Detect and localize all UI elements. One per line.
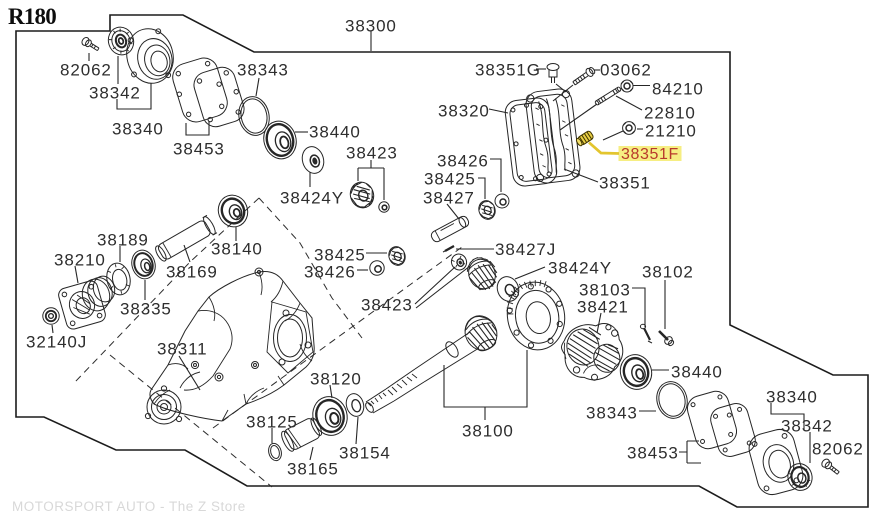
svg-text:38425: 38425 [314, 246, 366, 265]
svg-text:38424Y: 38424Y [548, 259, 612, 278]
svg-text:82062: 82062 [60, 61, 112, 80]
svg-text:21210: 21210 [645, 122, 697, 141]
svg-text:38424Y: 38424Y [280, 189, 344, 208]
svg-text:38210: 38210 [54, 251, 106, 270]
svg-text:38423: 38423 [346, 144, 398, 163]
svg-text:38426: 38426 [304, 263, 356, 282]
svg-text:38343: 38343 [237, 61, 289, 80]
svg-text:38335: 38335 [120, 300, 172, 319]
svg-text:38343: 38343 [586, 404, 638, 423]
svg-text:38103: 38103 [579, 281, 631, 300]
svg-text:38421: 38421 [577, 298, 629, 317]
svg-text:38342: 38342 [781, 417, 833, 436]
svg-text:38427: 38427 [423, 189, 475, 208]
svg-text:R180: R180 [8, 4, 56, 29]
svg-text:38351G: 38351G [475, 61, 541, 80]
svg-text:38340: 38340 [766, 388, 818, 407]
svg-text:38426: 38426 [437, 152, 489, 171]
svg-text:22810: 22810 [644, 104, 696, 123]
svg-text:38423: 38423 [361, 296, 413, 315]
svg-text:38300: 38300 [345, 17, 397, 36]
svg-text:38425: 38425 [424, 170, 476, 189]
svg-text:38320: 38320 [438, 102, 490, 121]
svg-text:38342: 38342 [89, 84, 141, 103]
svg-text:38100: 38100 [462, 422, 514, 441]
svg-text:38340: 38340 [112, 120, 164, 139]
svg-text:38125: 38125 [246, 413, 298, 432]
svg-text:38453: 38453 [627, 444, 679, 463]
svg-text:38169: 38169 [166, 263, 218, 282]
svg-text:MOTORSPORT AUTO - The Z Store: MOTORSPORT AUTO - The Z Store [12, 499, 246, 514]
svg-text:03062: 03062 [600, 61, 652, 80]
svg-text:38102: 38102 [642, 263, 694, 282]
svg-text:38140: 38140 [211, 240, 263, 259]
svg-text:82062: 82062 [812, 440, 864, 459]
svg-text:38351: 38351 [599, 174, 651, 193]
svg-text:38154: 38154 [339, 444, 391, 463]
svg-text:32140J: 32140J [26, 333, 87, 352]
svg-text:38440: 38440 [671, 363, 723, 382]
svg-text:38427J: 38427J [495, 240, 556, 259]
svg-text:38165: 38165 [287, 460, 339, 479]
svg-text:84210: 84210 [652, 80, 704, 99]
svg-text:38440: 38440 [309, 123, 361, 142]
svg-text:38453: 38453 [173, 140, 225, 159]
svg-text:38351F: 38351F [621, 146, 679, 163]
svg-text:38120: 38120 [310, 370, 362, 389]
svg-text:38189: 38189 [97, 231, 149, 250]
svg-text:38311: 38311 [157, 340, 208, 359]
